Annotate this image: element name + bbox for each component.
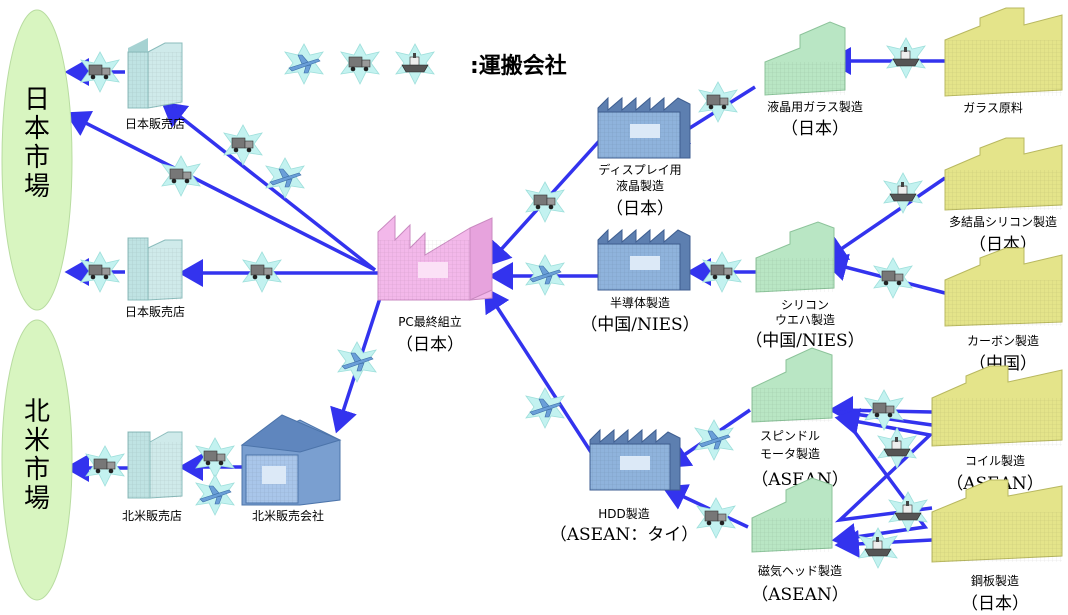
company-na: 北米販売会社 <box>240 414 342 523</box>
airplane-icon <box>285 44 323 84</box>
company-na-label: 北米販売会社 <box>252 508 324 523</box>
pc-final-label: PC最終組立 <box>398 314 462 329</box>
airplane-icon <box>338 342 376 382</box>
store-japan-1-label: 日本販売店 <box>125 116 185 131</box>
m-ch-1: 日 <box>24 85 50 115</box>
head-region: （ASEAN） <box>751 585 848 605</box>
arrow-hdd-to-pc <box>484 287 602 467</box>
lcd-label2: 液晶製造 <box>616 178 664 193</box>
lcd-region: （日本） <box>606 199 674 219</box>
polysi-label: 多結晶シリコン製造 <box>949 215 1057 229</box>
wafer-label2: ウエハ製造 <box>775 313 835 327</box>
airplane-icon <box>526 388 564 428</box>
hdd-label: HDD製造 <box>598 507 650 521</box>
steel-label: 鋼板製造 <box>971 574 1019 588</box>
market-japan: 日本市場 <box>1 9 73 311</box>
lcd-label: ディスプレイ用 <box>598 162 681 177</box>
factory-lcd: ディスプレイ用 液晶製造 （日本） <box>597 96 691 219</box>
store-na-label: 北米販売店 <box>122 508 182 523</box>
truck-icon <box>874 258 912 298</box>
store-na: 北米販売店 <box>122 431 183 523</box>
factory-hdd: HDD製造 （ASEAN：タイ） <box>550 428 698 545</box>
glass-region: （日本） <box>781 119 849 139</box>
ship-icon <box>887 38 925 78</box>
steel-region: （日本） <box>961 594 1029 614</box>
market-japan-label: 日本市場 <box>24 85 50 202</box>
market-north-america: 北米市場 <box>1 319 73 601</box>
truck-icon <box>86 446 124 486</box>
glass-raw-label: ガラス原料 <box>963 101 1023 115</box>
truck-icon <box>196 438 234 478</box>
airplane-icon <box>266 158 304 198</box>
factory-coil: コイル製造 （ASEAN） <box>931 365 1063 494</box>
ship-icon <box>396 44 434 84</box>
semi-region: （中国/NIES） <box>580 315 699 335</box>
market-na-label: 北米市場 <box>24 397 50 514</box>
wafer-label: シリコン <box>781 298 829 312</box>
spindle-label: スピンドル <box>760 429 820 443</box>
airplane-icon <box>196 475 234 515</box>
truck-icon <box>224 125 262 165</box>
factory-glass-raw: ガラス原料 <box>944 7 1063 115</box>
store-japan-1: 日本販売店 <box>125 38 185 131</box>
factory-polysi: 多結晶シリコン製造 （日本） <box>944 137 1063 255</box>
factory-steel: 鋼板製造 （日本） <box>931 479 1063 614</box>
coil-label: コイル製造 <box>965 454 1025 468</box>
semi-label: 半導体製造 <box>610 296 670 310</box>
factory-glass: 液晶用ガラス製造 （日本） <box>764 21 863 139</box>
legend-text: :運搬会社 <box>470 53 567 79</box>
carbon-label: カーボン製造 <box>967 334 1039 348</box>
head-label: 磁気ヘッド製造 <box>758 563 842 578</box>
factory-carbon: カーボン製造 （中国） <box>944 247 1063 374</box>
legend: :運搬会社 <box>285 44 567 84</box>
spindle-label2: モータ製造 <box>760 447 820 461</box>
store-japan-2: 日本販売店 <box>125 237 185 319</box>
glass-label: 液晶用ガラス製造 <box>767 99 863 114</box>
ship-icon <box>878 428 916 468</box>
factory-head: 磁気ヘッド製造 （ASEAN） <box>751 477 849 605</box>
arrow-pc-to-jp-market <box>64 111 376 272</box>
arrow-head-to-hdd <box>661 484 749 529</box>
arrow-poly-to-wafer <box>822 176 946 262</box>
truck-icon <box>162 156 200 196</box>
hdd-region: （ASEAN：タイ） <box>550 525 698 545</box>
wafer-region: （中国/NIES） <box>745 331 864 351</box>
factory-pc-final: PC最終組立 （日本） <box>377 214 493 355</box>
factory-spindle: スピンドル モータ製造 （ASEAN） <box>751 347 849 490</box>
store-japan-2-label: 日本販売店 <box>125 304 185 319</box>
ship-icon <box>884 173 922 213</box>
pc-final-region: （日本） <box>396 335 464 355</box>
factory-wafer: シリコン ウエハ製造 （中国/NIES） <box>745 221 865 351</box>
factory-semi: 半導体製造 （中国/NIES） <box>580 228 700 335</box>
truck-icon <box>341 44 379 84</box>
